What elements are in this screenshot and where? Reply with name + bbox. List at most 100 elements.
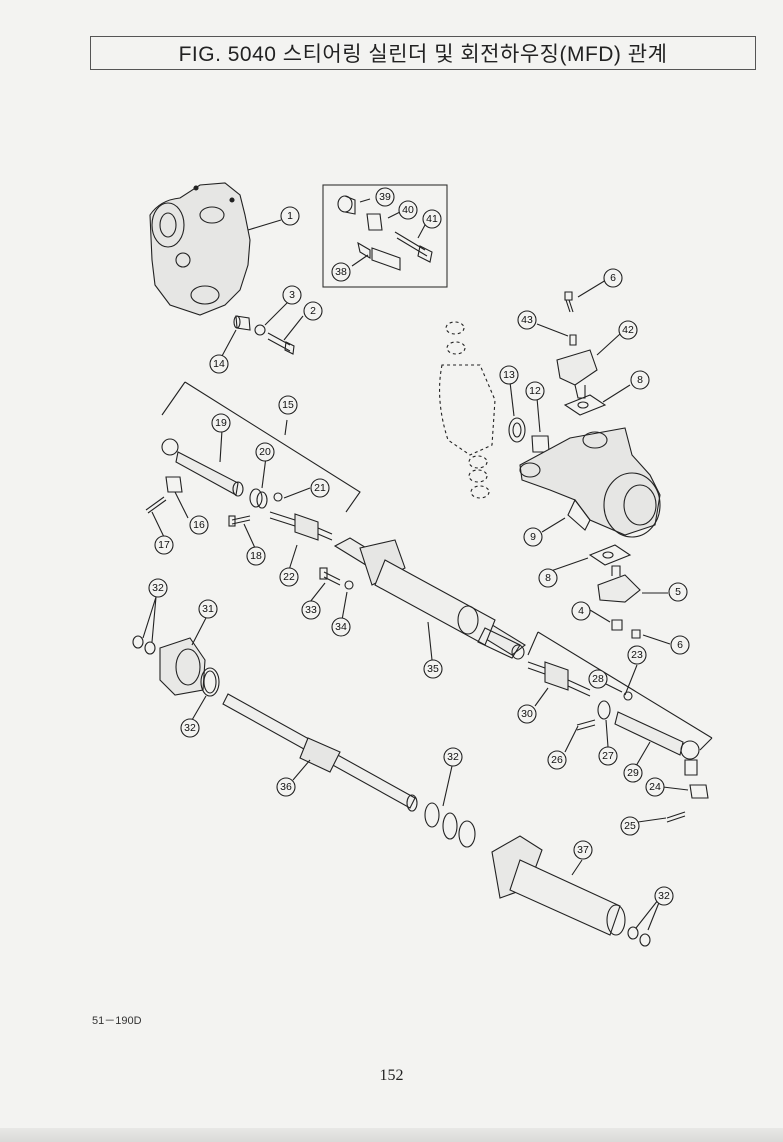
cylinder-tube-37 [491,835,626,936]
callout-32b: 32 [180,718,200,738]
svg-text:34: 34 [335,621,347,633]
bolt-26 [576,719,596,731]
callout-25: 25 [620,816,640,836]
shim-8b [588,544,632,566]
svg-text:16: 16 [193,519,205,531]
svg-text:23: 23 [631,649,643,661]
svg-text:6: 6 [610,272,616,284]
callout-36: 36 [276,777,296,797]
callout-28: 28 [588,669,608,689]
bolt-2 [267,332,295,355]
grease-fitting-43 [569,334,577,346]
callout-6b: 6 [670,635,690,655]
scan-edge [0,1128,783,1142]
svg-text:2: 2 [310,305,316,317]
callout-20: 20 [255,442,275,462]
callout-32c: 32 [443,747,463,767]
cap-42 [556,349,598,399]
svg-text:33: 33 [305,604,317,616]
svg-text:8: 8 [545,572,551,584]
callout-18: 18 [246,546,266,566]
callout-8b: 8 [538,568,558,588]
svg-text:36: 36 [280,781,292,793]
callout-41: 41 [422,209,442,229]
svg-text:9: 9 [530,531,536,543]
svg-text:38: 38 [335,266,347,278]
rod-end-30 [527,661,591,697]
callout-5: 5 [668,582,688,602]
svg-text:8: 8 [637,374,643,386]
steering-cylinder-35 [333,537,526,660]
svg-text:13: 13 [503,369,515,381]
svg-text:20: 20 [259,446,271,458]
svg-text:43: 43 [521,314,533,326]
svg-text:15: 15 [282,399,294,411]
callout-30: 30 [517,704,537,724]
callout-43: 43 [517,310,537,330]
nut-24 [689,784,709,799]
svg-text:37: 37 [577,844,589,856]
callout-1: 1 [280,206,300,226]
lower-cap-5 [597,565,641,603]
nut-28 [623,691,633,701]
svg-text:30: 30 [521,708,533,720]
grease-fitting-4 [611,619,623,631]
piston-rod-36 [222,693,418,812]
svg-text:32: 32 [184,722,196,734]
callout-19: 19 [211,413,231,433]
bolt-6b [631,629,641,639]
axle-housing-outline [439,321,496,499]
bushing-12 [531,435,550,453]
end-cap-31 [159,637,206,696]
callout-32d: 32 [654,886,674,906]
swivel-housing-9 [519,427,661,538]
callout-29: 29 [623,763,643,783]
callout-37: 37 [573,840,593,860]
callout-31: 31 [198,599,218,619]
callout-38: 38 [331,262,351,282]
nipple-34 [344,580,354,590]
callout-24: 24 [645,777,665,797]
pin-38 [357,241,401,271]
svg-text:17: 17 [158,539,170,551]
callout-6a: 6 [603,268,623,288]
svg-text:29: 29 [627,767,639,779]
bolt-33 [319,567,341,586]
seal-32a [132,635,156,655]
callout-26: 26 [547,750,567,770]
svg-text:26: 26 [551,754,563,766]
seal-32b [200,667,220,697]
svg-text:3: 3 [289,289,295,301]
svg-text:22: 22 [283,571,295,583]
callout-14: 14 [209,354,229,374]
rod-end-22 [269,511,333,541]
svg-text:19: 19 [215,417,227,429]
svg-text:18: 18 [250,550,262,562]
callout-27: 27 [598,746,618,766]
document-code: 51－190D [92,1015,142,1027]
bushing-13 [508,417,526,443]
bolt-18 [228,515,251,527]
callout-34: 34 [331,617,351,637]
svg-text:27: 27 [602,750,614,762]
callout-2: 2 [303,301,323,321]
svg-text:1: 1 [287,210,293,222]
callout-8a: 8 [630,370,650,390]
callout-40: 40 [398,200,418,220]
svg-text:25: 25 [624,820,636,832]
svg-text:31: 31 [202,603,214,615]
callout-4: 4 [571,601,591,621]
callout-22: 22 [279,567,299,587]
clamp-20 [249,488,268,509]
svg-text:32: 32 [658,890,670,902]
callout-42: 42 [618,320,638,340]
svg-text:6: 6 [677,639,683,651]
tie-rod-end-19 [161,438,244,497]
svg-text:32: 32 [447,751,459,763]
seals-32c [424,802,476,848]
svg-text:21: 21 [314,482,326,494]
svg-text:42: 42 [622,324,634,336]
page-number: 152 [379,1067,404,1084]
callout-15: 15 [278,395,298,415]
sleeve-14 [233,315,251,331]
